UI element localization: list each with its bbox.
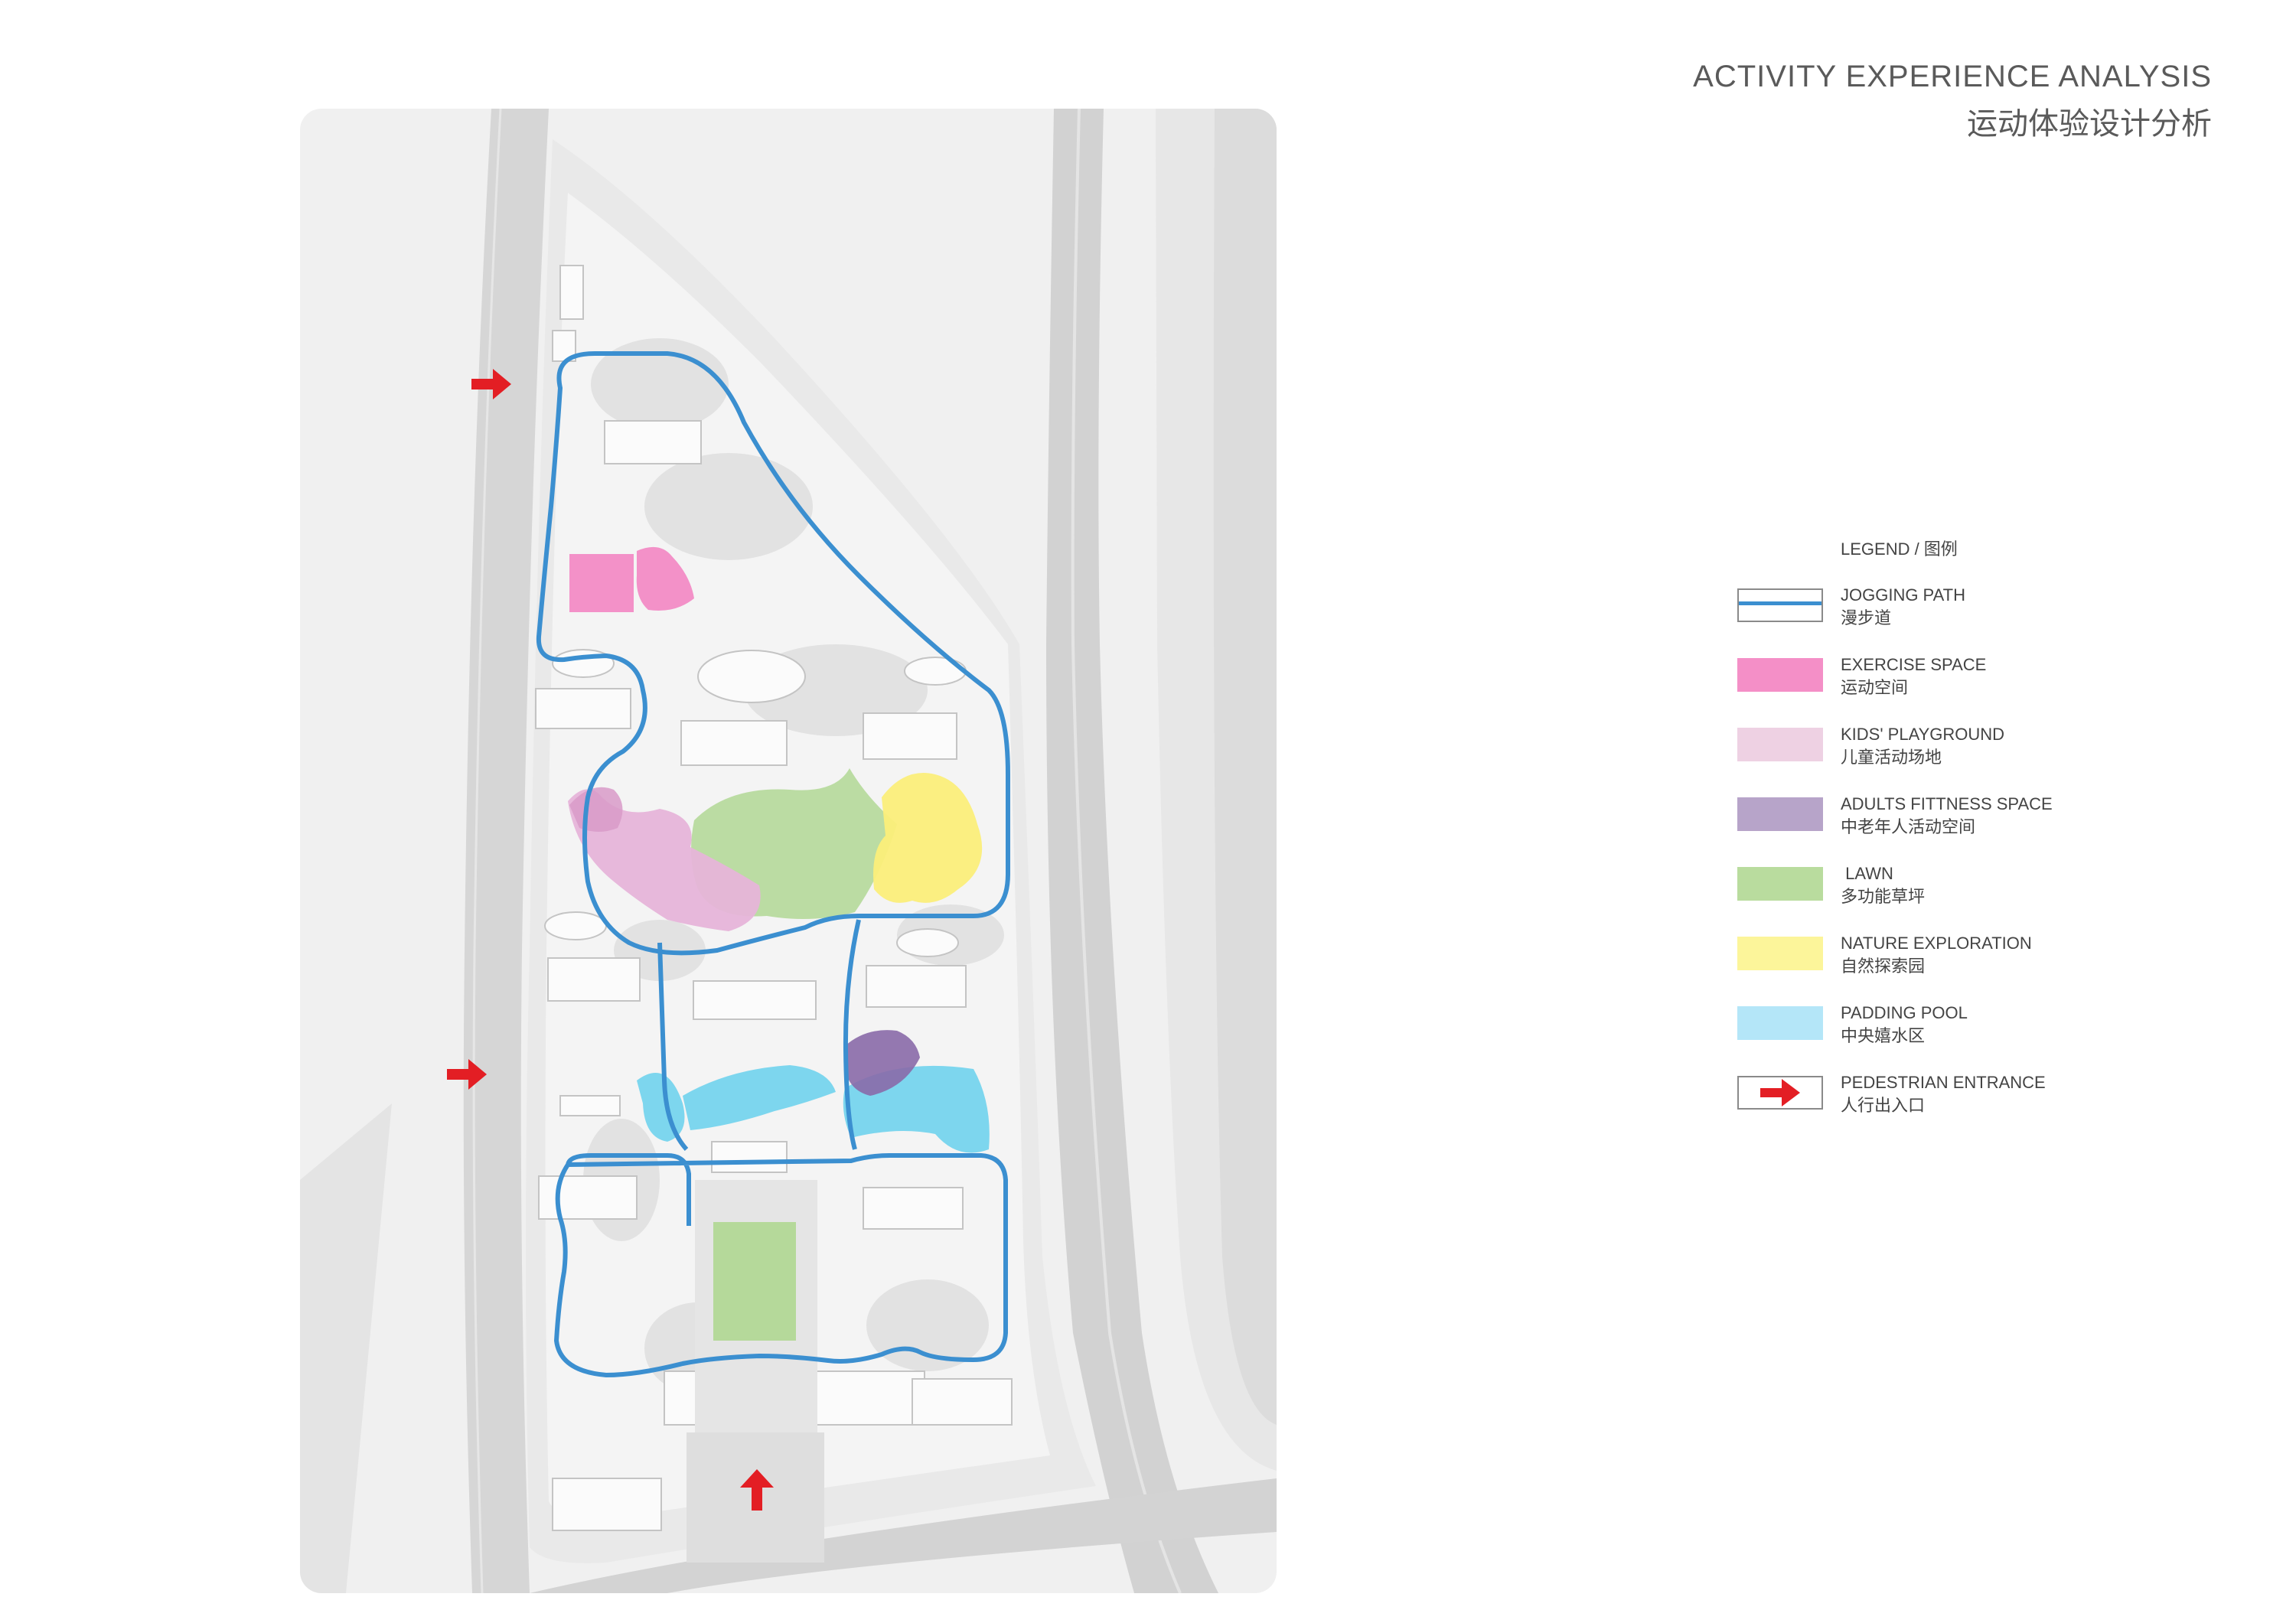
exercise-space	[569, 554, 634, 612]
legend-label-en: JOGGING PATH	[1841, 585, 1965, 605]
entrance-arrow-north	[471, 369, 511, 399]
legend-item-jogging-path: JOGGING PATH 漫步道	[1737, 584, 2166, 630]
pedestrian-entrance-swatch	[1737, 1076, 1823, 1110]
legend-label-cn: 中老年人活动空间	[1841, 817, 1976, 836]
east-inner-strip	[1213, 109, 1277, 1425]
legend-label-en: LAWN	[1841, 864, 1893, 883]
padding-pool-swatch	[1737, 1006, 1823, 1040]
west-strip	[300, 1103, 392, 1593]
entrance-arrow-south	[740, 1469, 774, 1511]
sports-field	[713, 1222, 796, 1341]
legend-label-en: NATURE EXPLORATION	[1841, 934, 2032, 953]
legend-label-en: PEDESTRIAN ENTRANCE	[1841, 1073, 2046, 1092]
legend-item-adults-fitness: ADULTS FITTNESS SPACE 中老年人活动空间	[1737, 793, 2166, 839]
jogging-path-south	[553, 1153, 1008, 1378]
lawn-swatch	[1737, 867, 1823, 901]
legend-item-nature-exploration: NATURE EXPLORATION 自然探索园	[1737, 932, 2166, 978]
legend-label-cn: 漫步道	[1841, 608, 1892, 627]
nature-exploration	[873, 773, 983, 903]
east-median	[1071, 109, 1182, 1593]
legend-label-cn: 儿童活动场地	[1841, 748, 1942, 767]
page-title: ACTIVITY EXPERIENCE ANALYSIS 运动体验设计分析	[1693, 60, 2212, 143]
exercise-space-swatch	[1737, 658, 1823, 692]
west-road-edge	[472, 109, 502, 1593]
adults-fitness-space	[843, 1030, 920, 1096]
legend-label-en: ADULTS FITTNESS SPACE	[1841, 794, 2053, 813]
legend-label-cn: 多功能草坪	[1841, 887, 1926, 906]
title-chinese: 运动体验设计分析	[1967, 107, 2212, 141]
legend-label-en: PADDING POOL	[1841, 1003, 1968, 1022]
legend-item-kids-playground: KIDS' PLAYGROUND 儿童活动场地	[1737, 723, 2166, 769]
exercise-space-court	[636, 546, 694, 611]
legend-heading: LEGEND / 图例	[1841, 539, 1958, 559]
legend-item-padding-pool: PADDING POOL 中央嬉水区	[1737, 1002, 2166, 1048]
legend-item-lawn: LAWN 多功能草坪	[1737, 862, 2166, 908]
legend-label-cn: 人行出入口	[1841, 1096, 1926, 1115]
entrance-arrow-west	[447, 1059, 487, 1090]
legend-label-cn: 自然探索园	[1841, 957, 1926, 976]
jogging-path-swatch	[1737, 588, 1823, 622]
legend-label-en: KIDS' PLAYGROUND	[1841, 725, 2005, 744]
jogging-path-middle-west	[657, 942, 689, 1152]
jogging-path-north	[536, 351, 1010, 956]
title-english: ACTIVITY EXPERIENCE ANALYSIS	[1693, 60, 2212, 93]
kids-playground-upper	[569, 787, 623, 832]
legend-label-en: EXERCISE SPACE	[1841, 655, 1987, 674]
east-road	[1046, 109, 1218, 1593]
legend-label-cn: 中央嬉水区	[1841, 1026, 1926, 1045]
jogging-path-middle-east	[843, 919, 861, 1150]
legend-item-pedestrian-entrance: PEDESTRIAN ENTRANCE 人行出入口	[1737, 1071, 2166, 1117]
south-road	[530, 1478, 1277, 1593]
red-arrow-icon	[1760, 1079, 1800, 1106]
adults-fitness-swatch	[1737, 797, 1823, 831]
kids-playground-swatch	[1737, 728, 1823, 761]
padding-pool-center	[683, 1065, 836, 1130]
site-plan-map	[300, 109, 1277, 1593]
nature-exploration-swatch	[1737, 937, 1823, 970]
legend-label-cn: 运动空间	[1841, 678, 1909, 697]
legend-item-exercise-space: EXERCISE SPACE 运动空间	[1737, 653, 2166, 699]
